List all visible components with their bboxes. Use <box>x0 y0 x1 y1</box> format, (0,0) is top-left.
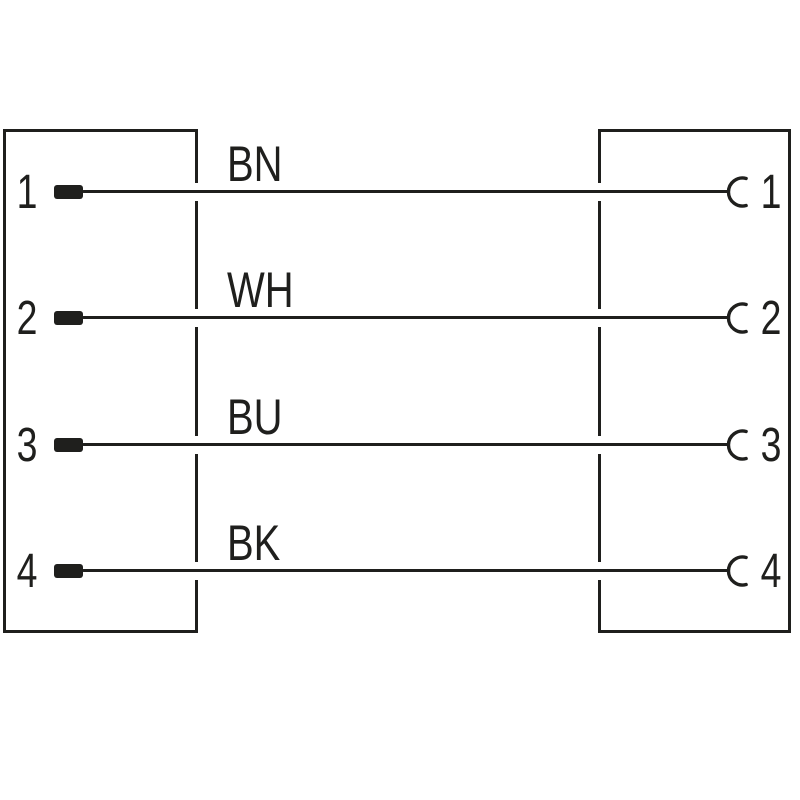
male-pin-contact-icon <box>54 311 83 325</box>
male-pin-contact-icon <box>54 564 83 578</box>
pin-number: 1 <box>16 166 38 219</box>
pin-number: 3 <box>760 419 782 472</box>
wire-color-label: BU <box>227 389 283 445</box>
female-socket-contact-icon <box>726 555 748 587</box>
wire-row: 4 BK 4 <box>0 511 800 631</box>
wire-line <box>82 443 729 446</box>
wire-line <box>82 190 729 193</box>
wire-line <box>82 569 729 572</box>
pin-number: 2 <box>760 292 782 345</box>
pin-number: 2 <box>16 292 38 345</box>
pin-number: 4 <box>760 545 782 598</box>
pin-number: 3 <box>16 419 38 472</box>
female-socket-contact-icon <box>726 176 748 208</box>
male-pin-contact-icon <box>54 185 83 199</box>
wire-color-label: WH <box>227 262 294 318</box>
pin-number: 4 <box>16 545 38 598</box>
female-socket-contact-icon <box>726 302 748 334</box>
male-pin-contact-icon <box>54 438 83 452</box>
wire-line <box>82 316 729 319</box>
pin-number: 1 <box>760 166 782 219</box>
wire-color-label: BK <box>227 515 281 571</box>
wire-row: 2 WH 2 <box>0 258 800 378</box>
wire-color-label: BN <box>227 136 283 192</box>
female-socket-contact-icon <box>726 429 748 461</box>
wire-row: 3 BU 3 <box>0 385 800 505</box>
right-connector-box <box>598 129 791 633</box>
left-connector-box <box>3 129 198 633</box>
wire-row: 1 BN 1 <box>0 132 800 252</box>
